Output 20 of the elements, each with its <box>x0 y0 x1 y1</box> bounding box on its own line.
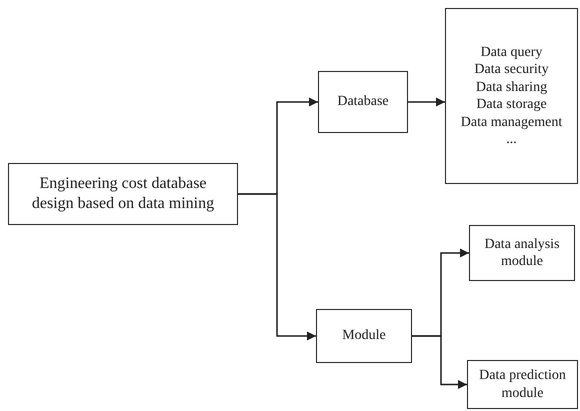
box-label: Data security <box>473 61 550 78</box>
box-label: Data management <box>460 114 564 131</box>
box-label: Data storage <box>475 96 548 114</box>
process-box <box>8 163 238 225</box>
process-box <box>469 225 575 281</box>
box-label: Engineering cost database design based on data mining <box>30 174 216 214</box>
arrow <box>408 98 445 106</box>
box-label: Data query <box>480 44 544 61</box>
box-label: Data analysis module <box>483 236 561 270</box>
process-box <box>318 71 408 133</box>
box-label: ... <box>505 131 518 148</box>
box-label: Data prediction module <box>478 367 567 402</box>
box-label: Data sharing <box>474 78 548 96</box>
arrow <box>238 193 316 340</box>
process-box <box>445 8 578 184</box>
box-label: Module <box>341 327 387 345</box>
arrow <box>412 335 467 389</box>
process-box <box>316 309 412 363</box>
box-label: Database <box>336 93 390 111</box>
process-box <box>467 360 578 409</box>
